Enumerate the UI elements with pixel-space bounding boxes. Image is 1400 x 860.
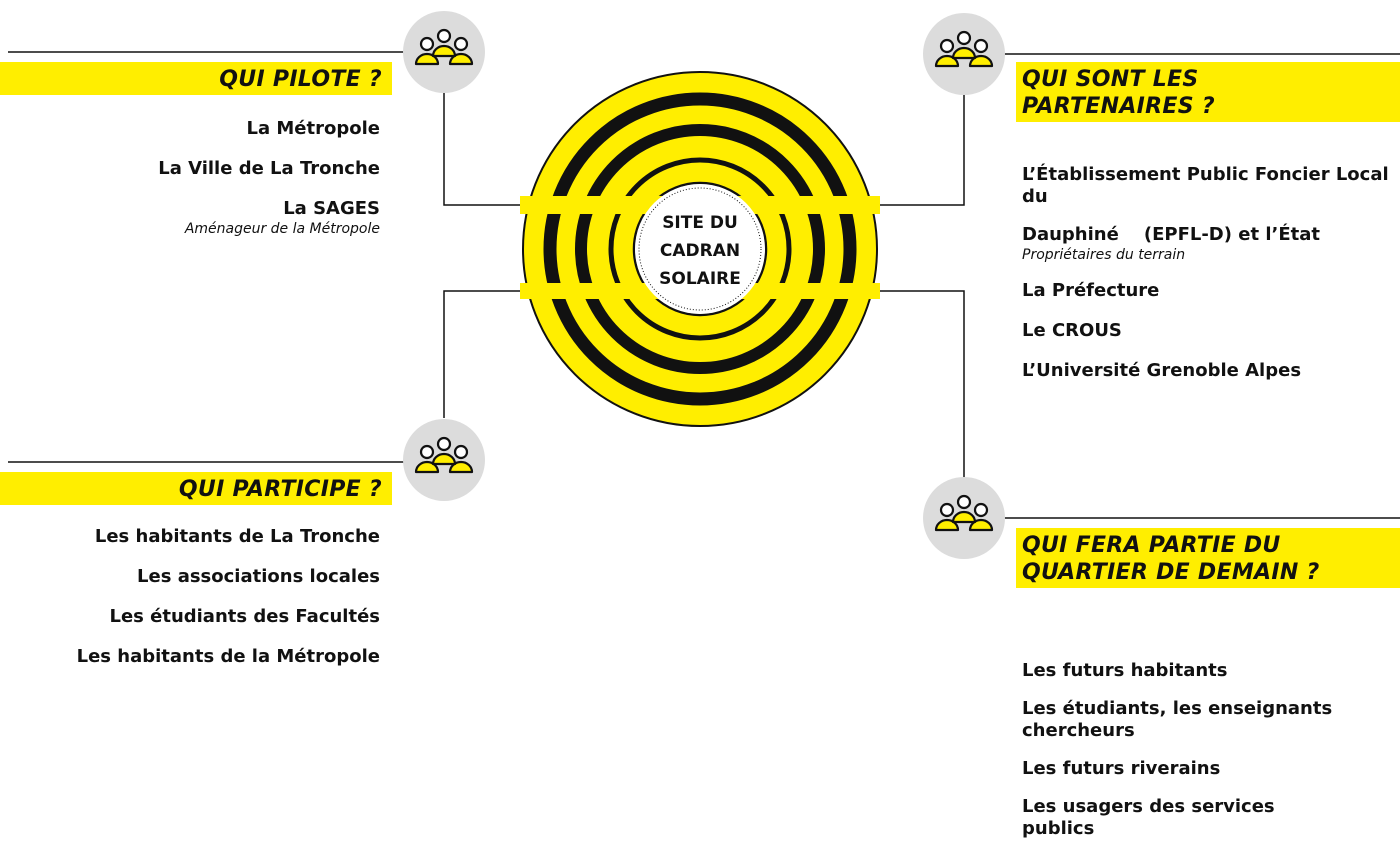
participe-title: QUI PARTICIPE ? — [0, 472, 392, 505]
partenaires-title-line1: QUI SONT LES — [1022, 67, 1199, 92]
pilote-title-text: QUI PILOTE ? — [219, 67, 382, 92]
list-item: Les étudiants des Facultés — [109, 606, 380, 627]
futur-title-line1: QUI FERA PARTIE DU — [1022, 533, 1281, 558]
list-item: La Préfecture — [1022, 280, 1160, 301]
people-group-icon — [921, 475, 1007, 561]
list-item: Dauphiné (EPFL-D) et l’État — [1022, 224, 1320, 245]
partenaires-title-line2: PARTENAIRES ? — [1022, 94, 1215, 119]
list-item: Le CROUS — [1022, 320, 1122, 341]
ring-center-dots-2 — [638, 187, 762, 311]
list-item: L’Université Grenoble Alpes — [1022, 360, 1302, 381]
list-item: Les étudiants, les enseignants chercheur… — [1022, 698, 1333, 741]
list-item: Les associations locales — [137, 566, 380, 587]
participe-title-text: QUI PARTICIPE ? — [178, 477, 382, 502]
list-item: La SAGES — [283, 198, 380, 219]
list-item: Les futurs riverains — [1022, 758, 1221, 779]
partenaires-title: QUI SONT LES PARTENAIRES ? — [1016, 62, 1400, 122]
ring-band-1 — [543, 92, 857, 406]
list-note: Propriétaires du terrain — [1022, 247, 1186, 263]
people-group-icon — [921, 11, 1007, 97]
pilote-list: La Métropole La Ville de La Tronche La S… — [0, 118, 380, 238]
target-rings: SITE DU CADRAN SOLAIRE — [520, 71, 880, 427]
futur-title: QUI FERA PARTIE DU QUARTIER DE DEMAIN ? — [1016, 528, 1400, 588]
center-label-1: SITE DU — [662, 213, 738, 233]
people-group-icon — [401, 417, 487, 503]
center-label-2: CADRAN — [660, 241, 740, 261]
list-item: Les habitants de la Métropole — [76, 646, 380, 667]
ring-band-3 — [608, 157, 792, 341]
list-item: Les usagers des services publics — [1022, 796, 1275, 839]
partenaires-list: L’Établissement Public Foncier Local du … — [1022, 164, 1400, 382]
futur-list: Les futurs habitants Les étudiants, les … — [1022, 660, 1352, 840]
list-item: Les habitants de La Tronche — [94, 526, 380, 547]
participe-list: Les habitants de La Tronche Les associat… — [0, 526, 380, 668]
list-note: Aménageur de la Métropole — [184, 221, 380, 237]
people-group-icon — [401, 9, 487, 95]
ring-band-2 — [575, 124, 825, 374]
list-item: L’Établissement Public Foncier Local du — [1022, 164, 1389, 207]
futur-title-line2: QUARTIER DE DEMAIN ? — [1022, 560, 1320, 585]
list-item: Les futurs habitants — [1022, 660, 1228, 681]
header-rules — [8, 51, 1400, 519]
pilote-title: QUI PILOTE ? — [0, 62, 392, 95]
list-item: La Ville de La Tronche — [158, 158, 380, 179]
ring-center-fill — [635, 184, 765, 314]
center-label-3: SOLAIRE — [659, 269, 741, 289]
list-item: La Métropole — [246, 118, 380, 139]
